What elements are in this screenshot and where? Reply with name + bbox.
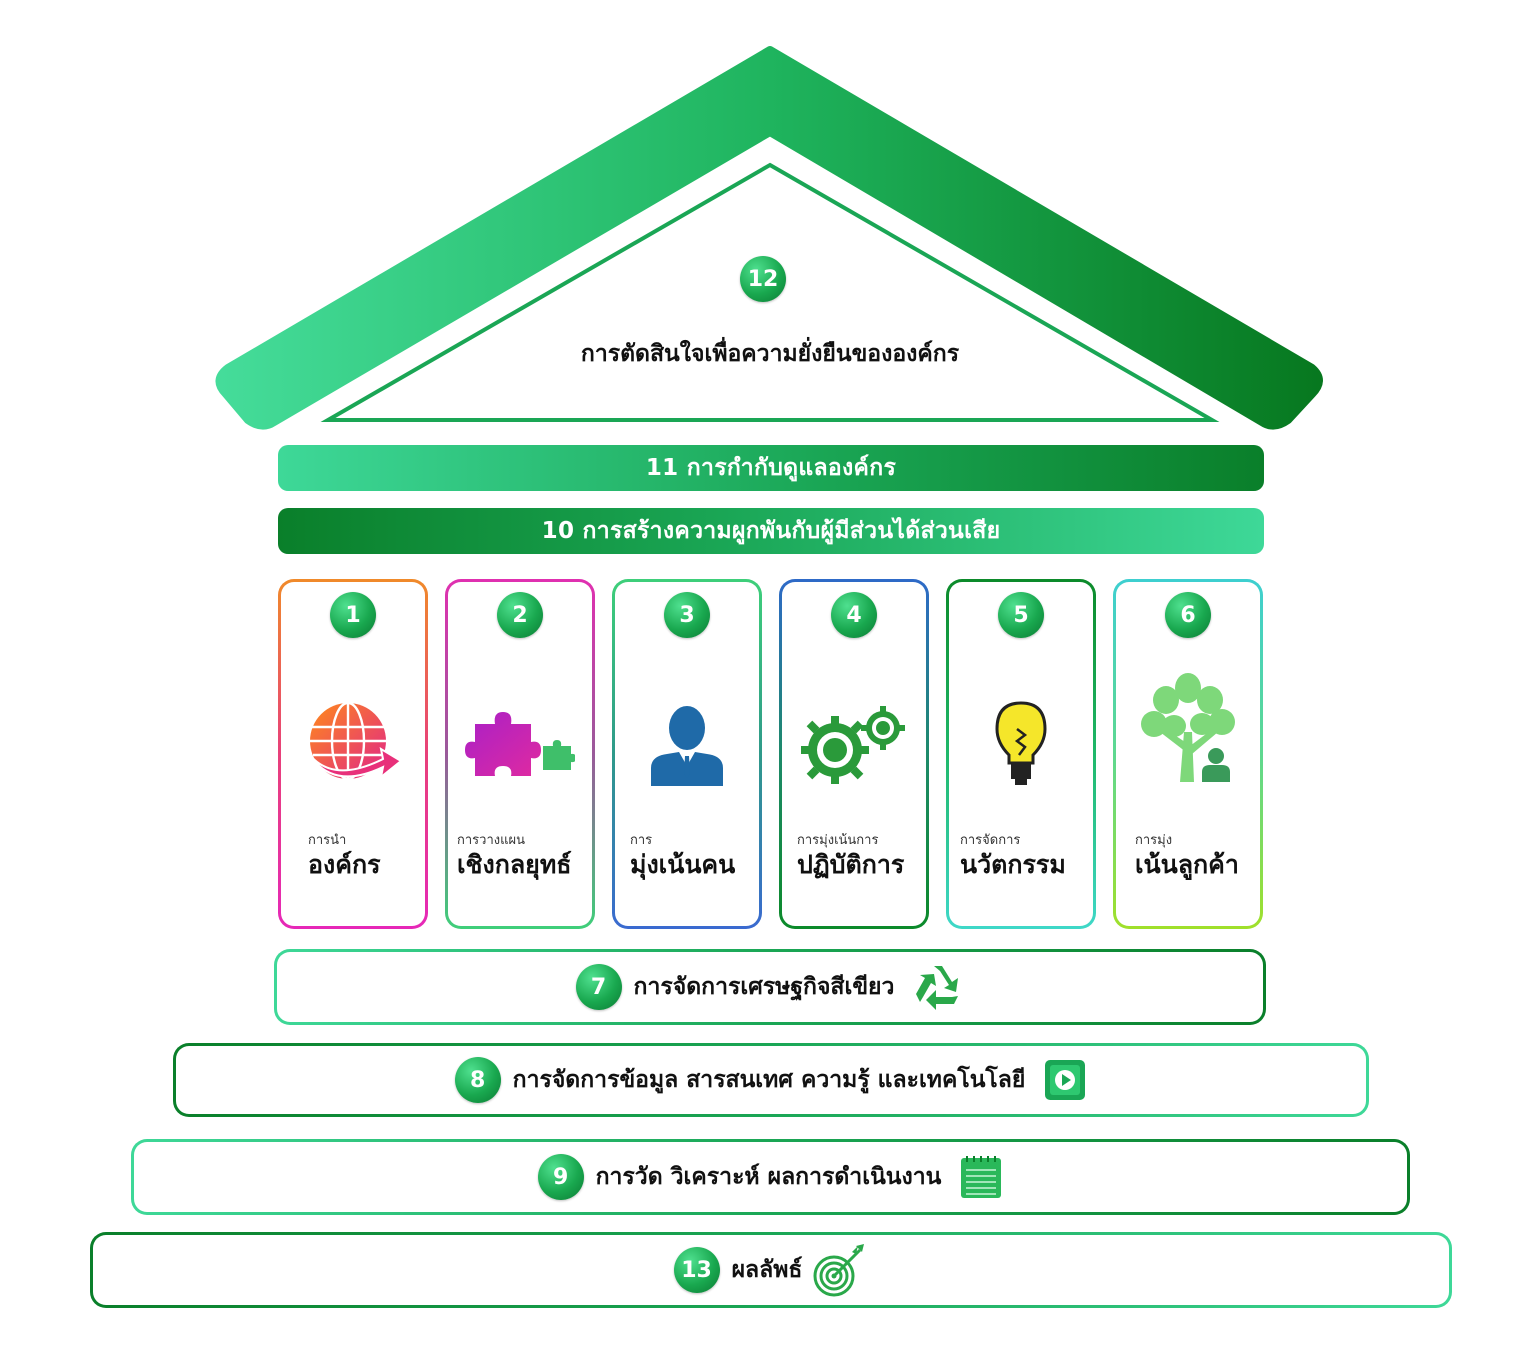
tier-13-label: ผลลัพธ์ [731, 1257, 803, 1283]
tier-9-label: การวัด วิเคราะห์ ผลการดำเนินงาน [595, 1164, 942, 1190]
pillar-2: 2 การวางแผน เชิงกลยุทธ์ [445, 579, 595, 929]
pillar-6-title: เน้นลูกค้า [1135, 850, 1239, 879]
lightbulb-icon [946, 694, 1096, 794]
tier-7-green-economy: 7 การจัดการเศรษฐกิจสีเขียว [274, 949, 1266, 1025]
target-icon [812, 1242, 868, 1298]
roof-graphic [215, 46, 1323, 430]
recycle-icon [912, 962, 964, 1012]
pillar-3: 3 การ มุ่งเน้นคน [612, 579, 762, 929]
gears-icon [779, 694, 929, 794]
pillar-4-title: ปฏิบัติการ [797, 850, 905, 879]
tier-13-number: 13 [673, 1247, 720, 1293]
pillar-6: 6 การมุ่ง เน้นลูกค้า [1113, 579, 1263, 929]
pillar-5-sub: การจัดการ [960, 833, 1021, 848]
pillar-6-number: 6 [1165, 592, 1211, 638]
tier-9-number: 9 [537, 1154, 584, 1200]
pillar-1-sub: การนำ [308, 833, 347, 848]
pillar-2-title: เชิงกลยุทธ์ [457, 850, 572, 879]
play-icon [1043, 1058, 1087, 1102]
tier-8-number: 8 [454, 1057, 501, 1103]
tier-9-measurement: 9 การวัด วิเคราะห์ ผลการดำเนินงาน [131, 1139, 1410, 1215]
pillar-5: 5 การจัดการ นวัตกรรม [946, 579, 1096, 929]
roof-number-badge: 12 [740, 256, 786, 302]
pillar-3-sub: การ [630, 833, 653, 848]
pillar-2-sub: การวางแผน [457, 833, 525, 848]
governance-bar: 11 การกำกับดูแลองค์กร [278, 445, 1264, 491]
notepad-icon [959, 1154, 1003, 1200]
pillar-4-number: 4 [831, 592, 877, 638]
pillar-1-title: องค์กร [308, 850, 381, 879]
pillar-5-title: นวัตกรรม [960, 850, 1066, 879]
stakeholder-bar: 10 การสร้างความผูกพันกับผู้มีส่วนได้ส่วน… [278, 508, 1264, 554]
person-icon [612, 694, 762, 794]
pillar-5-number: 5 [998, 592, 1044, 638]
puzzle-icon [445, 694, 595, 794]
pillar-6-sub: การมุ่ง [1135, 833, 1173, 848]
pillar-4: 4 การมุ่งเน้นการ ป [779, 579, 929, 929]
roof-title: การตัดสินใจเพื่อความยั่งยืนขององค์กร [580, 341, 960, 367]
tier-7-label: การจัดการเศรษฐกิจสีเขียว [633, 974, 895, 1000]
tree-person-icon [1113, 672, 1263, 782]
pillar-3-number: 3 [664, 592, 710, 638]
pillar-4-sub: การมุ่งเน้นการ [797, 833, 879, 848]
tier-8-label: การจัดการข้อมูล สารสนเทศ ความรู้ และเทคโ… [512, 1067, 1026, 1093]
roof [0, 0, 1536, 440]
pillar-1: 1 การนำ องค์กร [278, 579, 428, 929]
pillar-1-number: 1 [330, 592, 376, 638]
globe-arrow-icon [278, 694, 428, 794]
pillar-2-number: 2 [497, 592, 543, 638]
tier-7-number: 7 [575, 964, 622, 1010]
tier-13-results: 13 ผลลัพธ์ [90, 1232, 1452, 1308]
pillar-3-title: มุ่งเน้นคน [630, 850, 736, 879]
tier-8-information: 8 การจัดการข้อมูล สารสนเทศ ความรู้ และเท… [173, 1043, 1369, 1117]
